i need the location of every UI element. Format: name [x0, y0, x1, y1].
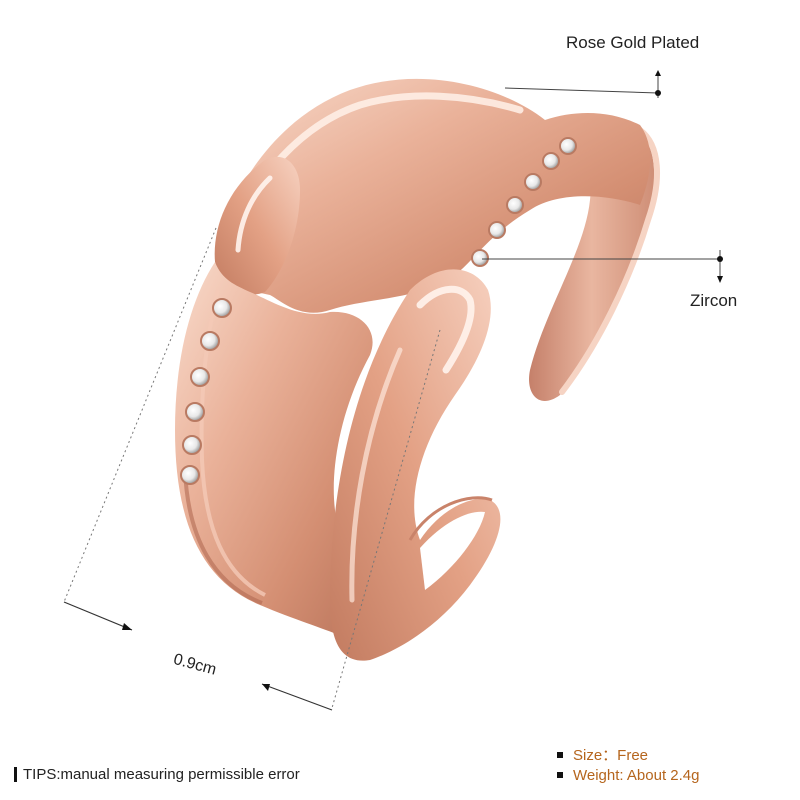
zircon-stone [200, 331, 220, 351]
zircon-stone [185, 402, 205, 422]
tips-note: TIPS:manual measuring permissible error [14, 766, 300, 783]
stone-label: Zircon [690, 291, 738, 310]
spec-weight: Weight: About 2.4g [557, 767, 699, 784]
ring-left-wall [175, 262, 373, 640]
zircon-stone [212, 298, 232, 318]
ring-lower-band [330, 269, 501, 661]
zircon-stone [506, 196, 524, 214]
ring-lower-loop-edge [408, 496, 493, 541]
width-dimension [63, 227, 441, 711]
zircon-stone [559, 137, 577, 155]
spec-size-text: Size：Free [573, 747, 649, 764]
ring-lower-band-shine [416, 285, 475, 374]
material-callout-line [504, 70, 661, 98]
zircon-stone [471, 249, 489, 267]
zircon-stone [182, 435, 202, 455]
ring-left-wall-shade [183, 469, 263, 605]
zircon-stone [488, 221, 506, 239]
zircon-stone [524, 173, 542, 191]
ring-back-band-edge [559, 127, 660, 395]
tips-text: TIPS:manual measuring permissible error [23, 766, 300, 783]
ring-upper-lobe [214, 156, 300, 295]
ring-upper-lobe-shine [235, 175, 273, 253]
zircon-row-left [180, 298, 232, 485]
ring-upper-band [215, 78, 651, 313]
stone-callout-line [482, 250, 723, 283]
spec-weight-text: Weight: About 2.4g [573, 767, 700, 784]
zircon-stone [542, 152, 560, 170]
material-label: Rose Gold Plated [566, 33, 700, 52]
ring-lower-band-gap [420, 511, 485, 590]
ring-lower-band-shine-2 [349, 347, 403, 603]
spec-size: Size：Free [557, 744, 648, 765]
zircon-stone [190, 367, 210, 387]
bullet-icon [557, 772, 563, 779]
tips-bar-icon [14, 766, 17, 782]
zircon-stone [180, 465, 200, 485]
bullet-icon [557, 752, 563, 759]
zircon-row-right [471, 137, 577, 267]
